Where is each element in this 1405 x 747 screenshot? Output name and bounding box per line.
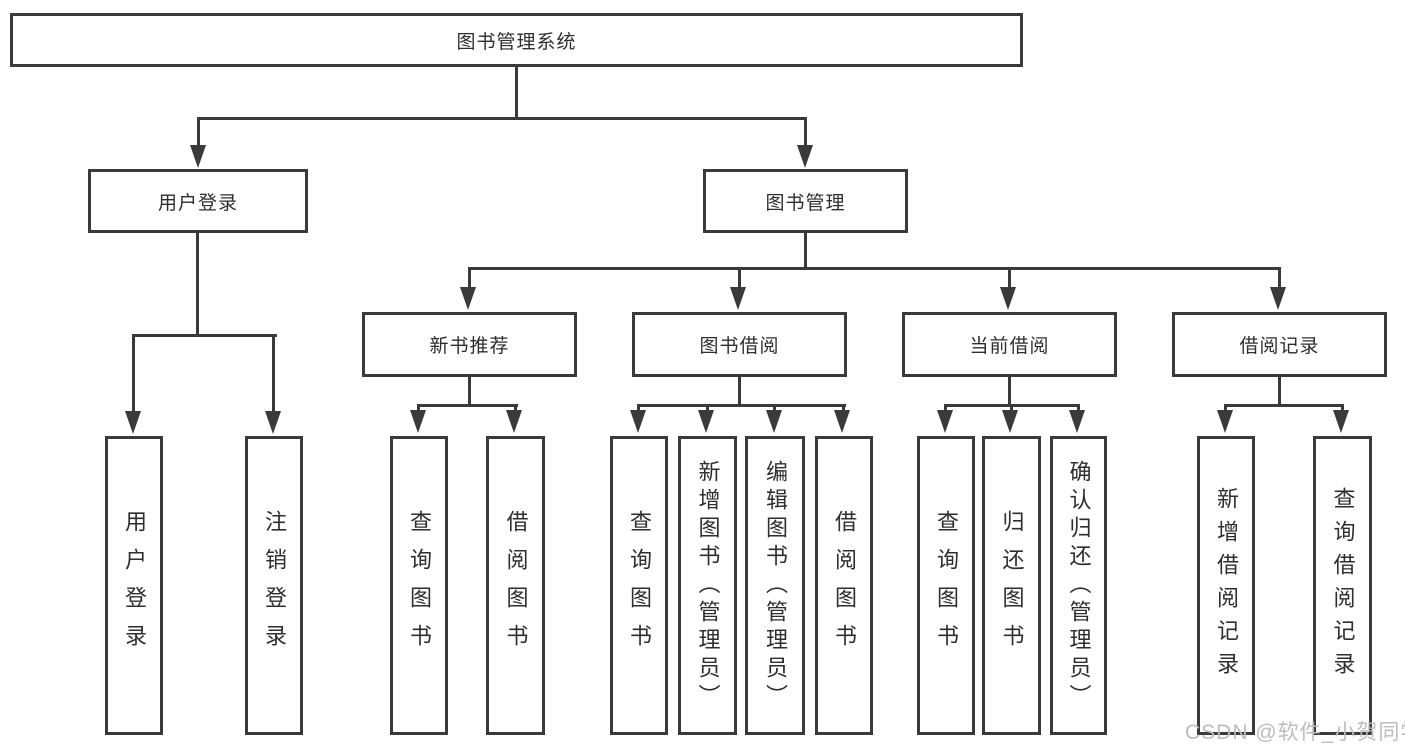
connector-line bbox=[773, 404, 776, 414]
connector-line bbox=[417, 404, 420, 414]
connector-line bbox=[468, 267, 1281, 270]
node-label: 查询图书 bbox=[407, 509, 432, 662]
arrow-down-icon bbox=[1217, 410, 1233, 433]
leaf-borrow-books-borrowing: 借阅图书 bbox=[815, 436, 873, 735]
connector-line bbox=[1341, 404, 1344, 414]
connector-line bbox=[1010, 404, 1013, 414]
leaf-return-books: 归还图书 bbox=[982, 436, 1041, 735]
node-label: 新增图书（管理员） bbox=[695, 459, 721, 712]
connector-line bbox=[197, 117, 807, 120]
arrow-down-icon bbox=[630, 410, 646, 433]
arrow-down-icon bbox=[460, 287, 476, 310]
leaf-edit-book-admin: 编辑图书（管理员） bbox=[745, 436, 805, 735]
connector-line bbox=[515, 66, 518, 119]
arrow-down-icon bbox=[937, 410, 953, 433]
arrow-down-icon bbox=[834, 410, 850, 433]
connector-line bbox=[1224, 404, 1227, 414]
connector-line bbox=[706, 404, 709, 414]
connector-line bbox=[804, 117, 807, 149]
connector-line bbox=[417, 404, 518, 407]
arrow-down-icon bbox=[1002, 410, 1018, 433]
node-label: 注销登录 bbox=[262, 509, 287, 662]
connector-line bbox=[1224, 404, 1344, 407]
node-label: 查询借阅记录 bbox=[1330, 486, 1356, 685]
connector-line bbox=[1278, 377, 1281, 407]
connector-line bbox=[944, 404, 947, 414]
arrow-down-icon bbox=[265, 411, 281, 434]
node-label: 查询图书 bbox=[934, 509, 959, 662]
arrow-down-icon bbox=[1069, 410, 1085, 433]
connector-line bbox=[132, 334, 135, 414]
connector-line bbox=[468, 377, 471, 407]
arrow-down-icon bbox=[797, 145, 813, 168]
node-new-book-recommend: 新书推荐 bbox=[362, 312, 577, 377]
node-label: 新增借阅记录 bbox=[1214, 486, 1239, 685]
connector-line bbox=[197, 117, 200, 149]
connector-line bbox=[1008, 377, 1011, 407]
node-label: 当前借阅 bbox=[969, 336, 1050, 357]
connector-line bbox=[804, 233, 807, 270]
node-book-borrowing: 图书借阅 bbox=[632, 312, 847, 377]
connector-line bbox=[196, 233, 199, 337]
connector-line bbox=[468, 267, 471, 291]
node-label: 归还图书 bbox=[999, 509, 1025, 662]
node-label: 图书管理系统 bbox=[456, 31, 577, 53]
node-library-system: 图书管理系统 bbox=[10, 13, 1023, 67]
connector-line bbox=[132, 334, 277, 337]
watermark: CSDN @软件_小贺同学 bbox=[1185, 721, 1405, 744]
arrow-down-icon bbox=[1000, 287, 1016, 310]
leaf-borrow-books-recommend: 借阅图书 bbox=[486, 436, 545, 735]
node-borrow-records: 借阅记录 bbox=[1172, 312, 1387, 377]
arrow-down-icon bbox=[1333, 410, 1349, 433]
arrow-down-icon bbox=[766, 410, 782, 433]
connector-line bbox=[1278, 267, 1281, 291]
leaf-logout: 注销登录 bbox=[245, 436, 303, 735]
connector-line bbox=[637, 404, 846, 407]
leaf-add-borrow-record: 新增借阅记录 bbox=[1197, 436, 1255, 735]
leaf-query-books-current: 查询图书 bbox=[917, 436, 975, 735]
node-label: 查询图书 bbox=[627, 509, 652, 662]
arrow-down-icon bbox=[698, 410, 714, 433]
arrow-down-icon bbox=[1270, 287, 1286, 310]
node-current-borrowing: 当前借阅 bbox=[902, 312, 1117, 377]
connector-line bbox=[738, 377, 741, 407]
connector-line bbox=[842, 404, 845, 414]
node-label: 确认归还（管理员） bbox=[1066, 459, 1092, 712]
node-label: 用户登录 bbox=[157, 192, 238, 214]
connector-line bbox=[738, 267, 741, 291]
leaf-query-books-borrowing: 查询图书 bbox=[610, 436, 668, 735]
connector-line bbox=[272, 334, 275, 414]
arrow-down-icon bbox=[730, 287, 746, 310]
leaf-add-book-admin: 新增图书（管理员） bbox=[678, 436, 737, 735]
connector-line bbox=[1008, 267, 1011, 291]
leaf-query-books-recommend: 查询图书 bbox=[390, 436, 448, 735]
node-user-login: 用户登录 bbox=[88, 169, 308, 233]
node-book-management: 图书管理 bbox=[703, 169, 908, 233]
node-label: 用户登录 bbox=[122, 509, 147, 662]
arrow-down-icon bbox=[125, 411, 141, 434]
node-label: 借阅图书 bbox=[503, 509, 529, 662]
node-label: 编辑图书（管理员） bbox=[763, 459, 788, 712]
node-label: 新书推荐 bbox=[429, 336, 510, 357]
arrow-down-icon bbox=[410, 410, 426, 433]
leaf-query-borrow-record: 查询借阅记录 bbox=[1313, 436, 1372, 735]
node-label: 图书管理 bbox=[765, 192, 846, 214]
connector-line bbox=[514, 404, 517, 414]
node-label: 借阅图书 bbox=[832, 509, 857, 662]
arrow-down-icon bbox=[190, 145, 206, 168]
arrow-down-icon bbox=[506, 410, 522, 433]
node-label: 借阅记录 bbox=[1239, 336, 1320, 357]
leaf-user-login: 用户登录 bbox=[105, 436, 163, 735]
leaf-confirm-return-admin: 确认归还（管理员） bbox=[1050, 436, 1107, 735]
connector-line bbox=[1077, 404, 1080, 414]
node-label: 图书借阅 bbox=[699, 336, 780, 357]
connector-line bbox=[637, 404, 640, 414]
